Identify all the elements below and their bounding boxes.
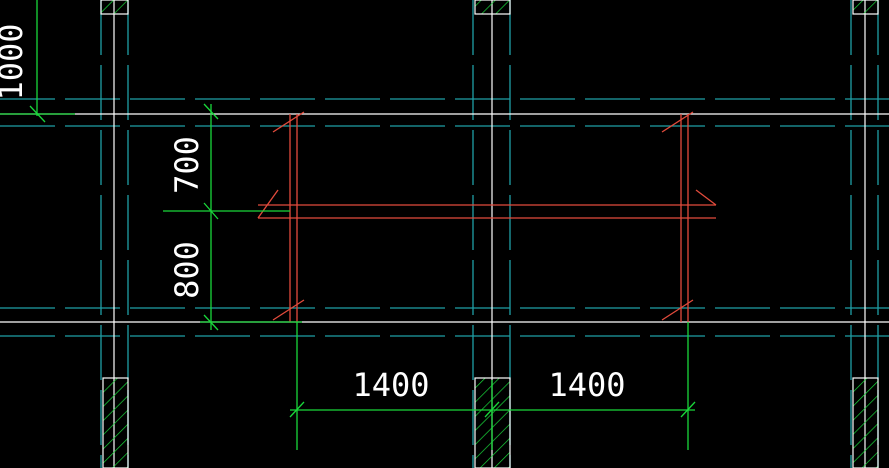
dimension-text-top-vertical[interactable]: 1000 xyxy=(0,23,30,100)
dimension-lines xyxy=(0,0,696,450)
column-middle-top[interactable] xyxy=(474,0,511,15)
dimension-text-horizontal-left[interactable]: 1400 xyxy=(352,366,429,404)
dimension-text-horizontal-right[interactable]: 1400 xyxy=(548,366,625,404)
column-right-bottom[interactable] xyxy=(852,377,879,468)
dimension-text-vertical-upper[interactable]: 700 xyxy=(168,136,206,194)
dimension-text-vertical-lower[interactable]: 800 xyxy=(168,241,206,299)
column-left-top[interactable] xyxy=(100,0,129,15)
opening-frame[interactable] xyxy=(257,111,717,322)
column-right-top[interactable] xyxy=(852,0,879,15)
column-left-bottom[interactable] xyxy=(102,377,129,468)
